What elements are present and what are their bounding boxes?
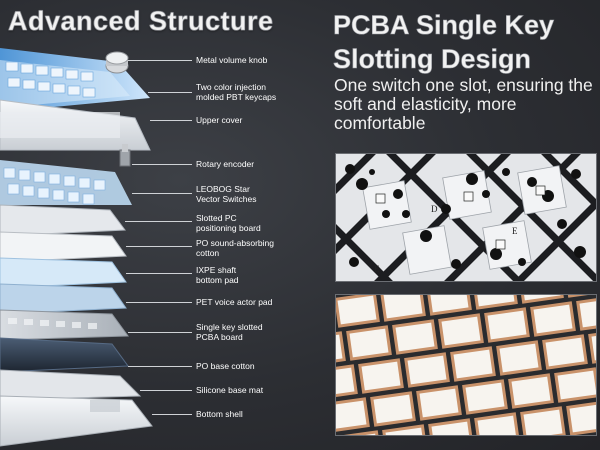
key-slot xyxy=(557,370,596,400)
leader-line xyxy=(126,302,192,303)
key-slot xyxy=(477,415,517,435)
pcba-board-layer xyxy=(0,309,129,341)
key-slot xyxy=(431,421,471,435)
label-switches: LEOBOG Star Vector Switches xyxy=(196,184,257,204)
key-slot xyxy=(523,409,563,435)
leader-line xyxy=(128,332,192,333)
label-rotary-encoder: Rotary encoder xyxy=(196,159,255,169)
key-slot xyxy=(385,427,425,435)
leader-line xyxy=(140,390,192,391)
label-po-base-cotton: PO base cotton xyxy=(196,361,255,371)
key-slot xyxy=(569,403,596,433)
key-slot xyxy=(499,343,539,373)
label-po-sound-cotton: PO sound-absorbing cotton xyxy=(196,238,274,258)
pcb-letter-e: E xyxy=(374,264,380,274)
pcb-letter-d: D xyxy=(431,204,438,214)
key-slot xyxy=(453,349,493,379)
pcb-closeup-photo: D E E xyxy=(335,153,597,282)
key-slot xyxy=(579,298,596,328)
leader-line xyxy=(132,164,192,165)
pc-plate-layer xyxy=(0,204,126,237)
component-labels: Metal volume knob Two color injection mo… xyxy=(125,55,277,419)
leader-line xyxy=(128,60,192,61)
key-slot xyxy=(511,376,551,406)
leader-line xyxy=(152,414,192,415)
key-slot xyxy=(475,295,515,307)
label-silicone-base-mat: Silicone base mat xyxy=(196,385,264,395)
silicone-mat-layer xyxy=(0,369,142,401)
label-metal-volume-knob: Metal volume knob xyxy=(196,55,268,65)
key-slot xyxy=(545,337,585,367)
key-slot xyxy=(487,310,527,340)
leader-line xyxy=(125,221,192,222)
key-slot xyxy=(336,400,367,430)
label-pcba-board: Single key slotted PCBA board xyxy=(196,322,263,342)
key-slot-grid xyxy=(336,295,596,435)
slotted-pcb-closeup-photo xyxy=(335,294,597,436)
po-cotton-layer xyxy=(0,231,127,263)
key-slot xyxy=(419,388,459,418)
subtitle: One switch one slot, ensuring the soft a… xyxy=(334,75,593,133)
key-slot xyxy=(533,304,573,334)
label-keycaps: Two color injection molded PBT keycaps xyxy=(196,82,277,102)
pcb-letter-e2: E xyxy=(512,226,518,236)
label-ixpe-pad: IXPE shaft bottom pad xyxy=(196,265,239,285)
metal-knob xyxy=(105,51,129,74)
key-slot xyxy=(429,295,469,313)
label-pc-positioning-board: Slotted PC positioning board xyxy=(196,213,261,233)
leader-line xyxy=(132,193,192,194)
key-slot xyxy=(383,295,423,319)
key-slot xyxy=(465,382,505,412)
key-slot xyxy=(441,316,481,346)
key-slot xyxy=(407,355,447,385)
key-slot xyxy=(337,295,377,325)
pet-pad-layer xyxy=(0,283,127,315)
leader-line xyxy=(150,120,192,121)
leader-line xyxy=(128,366,192,367)
leader-line xyxy=(126,246,192,247)
rotary-encoder xyxy=(119,144,131,167)
bottom-shell-layer xyxy=(0,395,153,447)
leader-line xyxy=(126,273,192,274)
key-slot xyxy=(361,361,401,391)
label-pet-pad: PET voice actor pad xyxy=(196,297,273,307)
right-title: PCBA Single Key Slotting Design xyxy=(333,10,555,75)
upper-cover xyxy=(0,99,151,151)
key-slot xyxy=(349,328,389,358)
label-upper-cover: Upper cover xyxy=(196,115,243,125)
switches-layer xyxy=(0,160,132,205)
key-slot xyxy=(373,394,413,424)
leader-line xyxy=(148,92,192,93)
left-title: Advanced Structure xyxy=(8,6,274,37)
exploded-keyboard-illustration xyxy=(0,48,153,447)
key-slot xyxy=(395,322,435,352)
key-slot xyxy=(336,367,355,397)
label-bottom-shell: Bottom shell xyxy=(196,409,243,419)
ixpe-pad-layer xyxy=(0,257,127,289)
key-slot-edge xyxy=(564,295,596,298)
